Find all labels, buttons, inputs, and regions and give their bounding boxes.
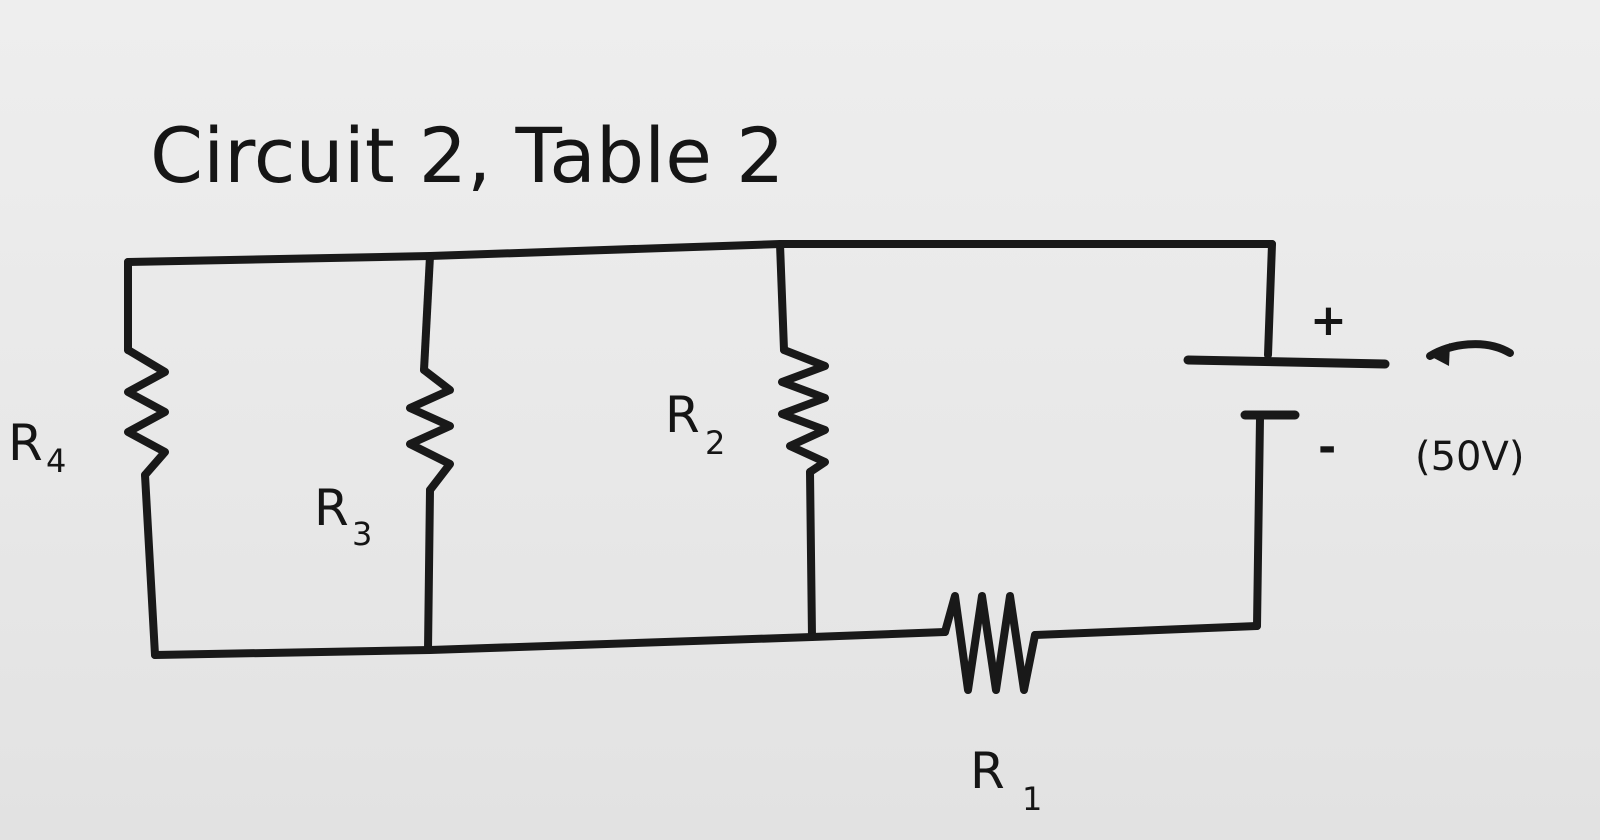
r3-resistor-zigzag	[406, 366, 454, 494]
r3-label-letter: R	[314, 479, 349, 537]
battery-negative-sign: -	[1318, 422, 1336, 473]
r4-resistor-zigzag	[124, 346, 169, 479]
battery-wire-top	[1264, 240, 1276, 359]
r2-wire-top	[776, 240, 788, 354]
r3-wire-bottom	[424, 486, 434, 654]
r4-label-subscript: 4	[46, 442, 66, 480]
r2-label-letter: R	[665, 386, 700, 444]
r2-wire-bottom	[806, 468, 816, 641]
diagram-title: Circuit 2, Table 2	[150, 111, 785, 200]
r3-label: R 3	[314, 479, 372, 553]
r1-label: R 1	[970, 742, 1042, 818]
battery-positive-plate	[1183, 355, 1390, 369]
r1-label-letter: R	[970, 742, 1005, 800]
r2-resistor-zigzag	[778, 346, 829, 476]
battery-wire-bottom	[1253, 414, 1264, 630]
current-direction-arrow-icon	[1426, 340, 1514, 366]
top-wire	[124, 240, 1276, 266]
bottom-wire	[151, 628, 949, 659]
left-wire-bottom	[141, 471, 159, 659]
battery-voltage-label: (50V)	[1415, 434, 1524, 480]
r1-label-subscript: 1	[1022, 780, 1042, 818]
r2-label: R 2	[665, 386, 725, 462]
r4-label-letter: R	[8, 414, 43, 472]
battery-positive-sign: +	[1310, 295, 1347, 346]
r3-label-subscript: 3	[352, 515, 372, 553]
r2-label-subscript: 2	[705, 424, 725, 462]
r1-resistor-zigzag	[941, 592, 1039, 694]
r4-label: R 4	[8, 414, 66, 480]
r3-wire-top	[420, 252, 434, 374]
right-bottom-wire	[1031, 622, 1261, 639]
